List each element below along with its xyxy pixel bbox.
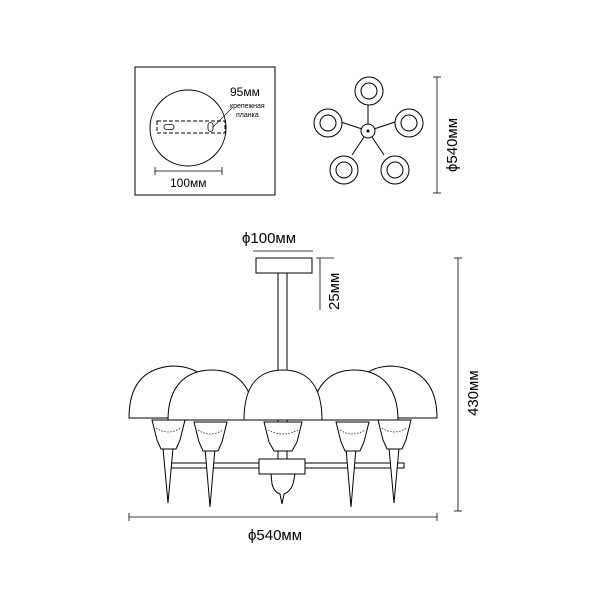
- canopy: [255, 257, 313, 274]
- top-shade-outer: [394, 108, 424, 138]
- plate-leader-line: [212, 107, 233, 128]
- plate-dimension-label: 95мм: [230, 85, 260, 99]
- glass-holder: [263, 421, 303, 452]
- spike: [162, 447, 174, 504]
- spike: [204, 447, 216, 508]
- top-shade-outer: [329, 155, 359, 185]
- plate-note-line2: планка: [236, 112, 259, 119]
- spike: [388, 447, 400, 504]
- total-width-label: ϕ540мм: [248, 527, 302, 544]
- front-view: ϕ100мм 25мм: [128, 230, 482, 544]
- top-shade-outer: [380, 155, 410, 185]
- top-shade-outer: [354, 76, 384, 106]
- top-diameter-label: ϕ540мм: [444, 118, 461, 172]
- glass-holder: [193, 421, 228, 452]
- plate-note-line1: крепежная: [230, 103, 265, 110]
- top-view: ϕ540мм: [313, 76, 461, 194]
- canopy-width-label: 100мм: [170, 176, 207, 190]
- top-shade-inner: [386, 161, 404, 179]
- canopy-height-label: 25мм: [326, 273, 343, 310]
- center-finial: [270, 473, 296, 505]
- top-hub-dot: [366, 129, 370, 133]
- top-shade-outer: [313, 108, 343, 138]
- top-shade-inner: [360, 82, 378, 100]
- total-height-label: 430мм: [465, 370, 482, 416]
- spike: [345, 447, 357, 508]
- top-shade-inner: [335, 161, 353, 179]
- lamp-shade-center: [243, 369, 323, 421]
- mount-detail: 95мм крепежная планка 100мм: [134, 66, 276, 196]
- canopy-diameter-label: ϕ100мм: [242, 230, 296, 247]
- glass-holder: [151, 419, 186, 450]
- center-hub: [258, 458, 306, 475]
- plate-slot-right: [207, 122, 214, 132]
- top-shade-inner: [319, 114, 337, 132]
- canopy-outline: [149, 89, 227, 167]
- plate-slot-left: [163, 124, 175, 130]
- glass-holder: [335, 421, 370, 452]
- mount-detail-frame: [134, 66, 276, 196]
- glass-holder: [377, 419, 412, 450]
- top-shade-inner: [400, 114, 418, 132]
- mounting-plate: [156, 120, 226, 134]
